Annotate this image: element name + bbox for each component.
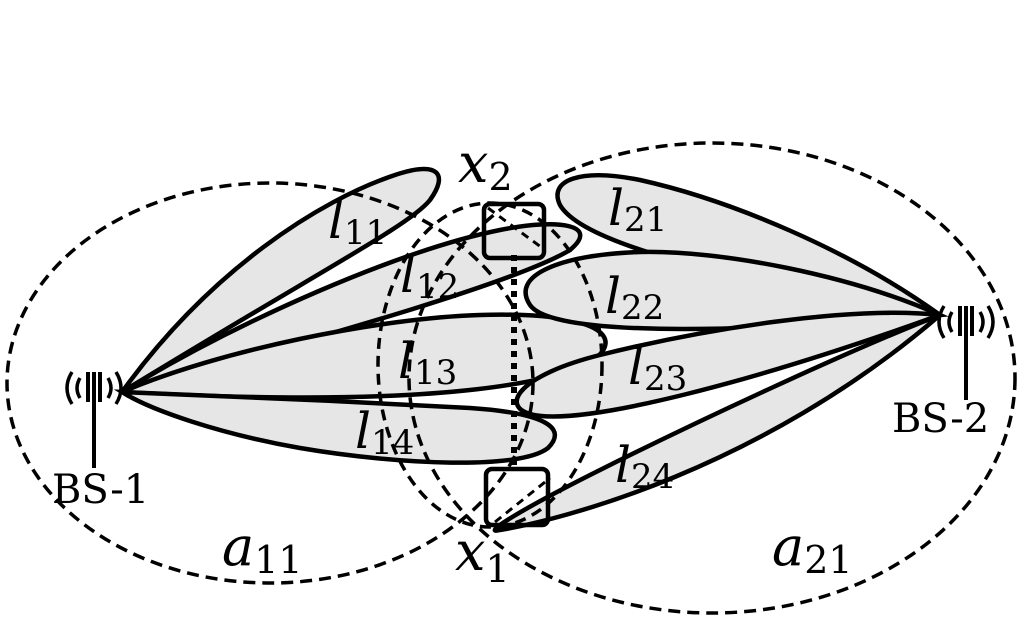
beam-label-l14: l14 <box>355 402 414 463</box>
bs1-label: BS-1 <box>52 467 149 513</box>
area-label-a11: a11 <box>222 515 303 582</box>
point-label-x1: x1 <box>455 520 510 591</box>
area-label-a21: a21 <box>772 515 853 582</box>
point-x1-box <box>483 466 551 528</box>
bs2-beams <box>492 173 949 533</box>
beam-label-l12: l12 <box>400 246 459 307</box>
beam-label-l22: l22 <box>605 267 664 328</box>
bs1-beams <box>113 166 608 465</box>
beam-label-l21: l21 <box>608 179 667 240</box>
coverage-area-a11 <box>5 181 535 585</box>
beam-label-l13: l13 <box>398 332 457 393</box>
beam-label-l11: l11 <box>328 192 387 253</box>
beam-l11 <box>120 166 442 394</box>
x2-diagonal-link <box>487 206 546 252</box>
beam-l14 <box>113 389 558 465</box>
x1-diagonal-link <box>494 476 551 524</box>
beam-l22 <box>523 249 949 332</box>
bs2-label: BS-2 <box>892 396 989 442</box>
bs2-antenna-icon <box>937 305 995 400</box>
beam-label-l23: l23 <box>628 338 687 399</box>
bs1-antenna-icon <box>65 371 123 468</box>
beam-label-l24: l24 <box>615 436 674 497</box>
point-label-x2: x2 <box>458 132 513 199</box>
coverage-area-a21 <box>407 141 1017 615</box>
beam-l13 <box>121 312 608 400</box>
beam-l23 <box>514 310 941 419</box>
point-x2-box <box>481 201 547 261</box>
beam-l12 <box>120 222 583 395</box>
